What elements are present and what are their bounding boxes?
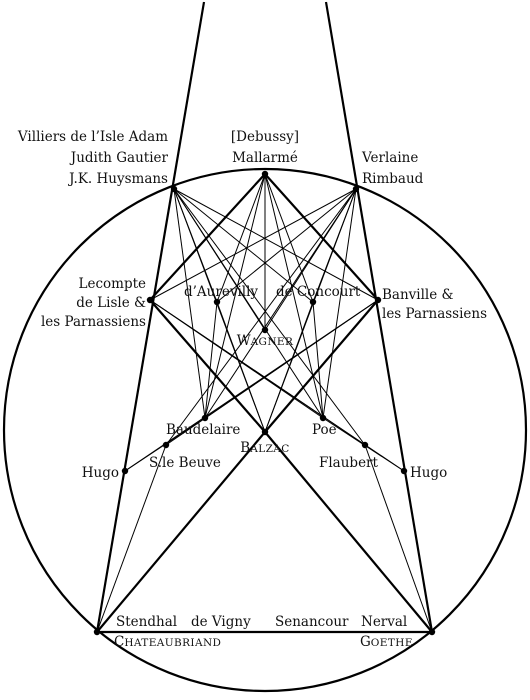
- label-goncourt: de Concourt: [276, 284, 361, 300]
- label-nerval: Nerval: [361, 614, 407, 630]
- label-goethe: GOETHE: [360, 634, 413, 650]
- right-spire-line: [324, 1, 434, 633]
- influence-line: [173, 188, 206, 419]
- influence-line: [216, 301, 266, 433]
- node-dot: [261, 326, 269, 334]
- influence-line: [165, 188, 357, 446]
- influence-line: [173, 188, 366, 446]
- label-huysmans: J.K. Huysmans: [67, 171, 168, 187]
- node-dot: [319, 414, 327, 422]
- label-mallarme: Mallarmé: [232, 150, 298, 166]
- influence-line: [204, 173, 266, 419]
- label-rimbaud: Rimbaud: [362, 171, 424, 187]
- influence-line: [149, 299, 405, 472]
- node-dot: [261, 170, 269, 178]
- node-dot: [309, 298, 317, 306]
- left-spire-line: [95, 1, 206, 633]
- label-lecompte-2: de Lisle &: [76, 295, 146, 311]
- label-flaubert: Flaubert: [319, 455, 379, 471]
- chevron-right-lower: [264, 299, 379, 433]
- label-baudelaire: Baudelaire: [166, 422, 240, 438]
- node-dot: [121, 467, 129, 475]
- labels: Villiers de l’Isle Adam Judith Gautier J…: [17, 129, 487, 650]
- influence-line: [173, 188, 324, 419]
- influence-line: [216, 173, 266, 303]
- label-banville-1: Banville &: [382, 287, 454, 303]
- label-balzac: BALZAC: [240, 440, 289, 456]
- outer-circle: [2, 167, 528, 693]
- influence-line: [96, 431, 266, 633]
- node-dots: [93, 170, 436, 636]
- influence-line: [264, 173, 324, 419]
- influence-line: [264, 173, 379, 301]
- label-senancour: Senancour: [275, 614, 349, 630]
- node-dot: [352, 185, 360, 193]
- node-dot: [162, 441, 170, 449]
- label-banville-2: les Parnassiens: [382, 306, 487, 322]
- node-dot: [170, 185, 178, 193]
- triangle-right-edge: [264, 431, 433, 633]
- node-dot: [374, 296, 382, 304]
- label-lecompte-1: Lecompte: [79, 276, 147, 292]
- label-verlaine: Verlaine: [361, 150, 418, 166]
- label-chateaubriand: CHATEAUBRIAND: [114, 634, 221, 650]
- node-dot: [428, 628, 436, 636]
- influence-line: [173, 188, 314, 303]
- influence-line: [96, 444, 167, 633]
- label-lecompte-3: les Parnassiens: [41, 314, 146, 330]
- influence-lines: [96, 173, 433, 633]
- label-de-vigny: de Vigny: [191, 614, 251, 630]
- label-wagner: WAGNER: [237, 333, 294, 349]
- influence-line: [364, 444, 433, 633]
- label-aurevilly: d’Aurevilly: [184, 284, 258, 300]
- influence-line: [322, 188, 357, 419]
- influence-line: [264, 173, 314, 303]
- node-dot: [400, 467, 408, 475]
- influence-line: [312, 301, 324, 419]
- node-dot: [261, 428, 269, 436]
- influence-line: [264, 301, 314, 433]
- node-dot: [201, 414, 209, 422]
- label-hugo-left: Hugo: [82, 465, 119, 481]
- influence-line: [149, 188, 357, 301]
- node-dot: [146, 296, 154, 304]
- node-dot: [213, 298, 221, 306]
- influence-line: [173, 188, 379, 301]
- influence-line: [216, 188, 357, 303]
- label-debussy: [Debussy]: [231, 129, 299, 145]
- label-stendhal: Stendhal: [116, 614, 177, 630]
- label-sainte-beuve: S.le Beuve: [149, 455, 221, 471]
- node-dot: [361, 441, 369, 449]
- influence-line: [149, 173, 266, 301]
- label-judith-gautier: Judith Gautier: [69, 150, 169, 166]
- label-hugo-right: Hugo: [410, 465, 447, 481]
- node-dot: [93, 628, 101, 636]
- chevron-left-lower: [149, 299, 266, 433]
- label-poe: Poe: [312, 422, 337, 438]
- label-villiers: Villiers de l’Isle Adam: [17, 129, 168, 145]
- influence-line: [204, 188, 357, 419]
- influence-line: [204, 301, 218, 419]
